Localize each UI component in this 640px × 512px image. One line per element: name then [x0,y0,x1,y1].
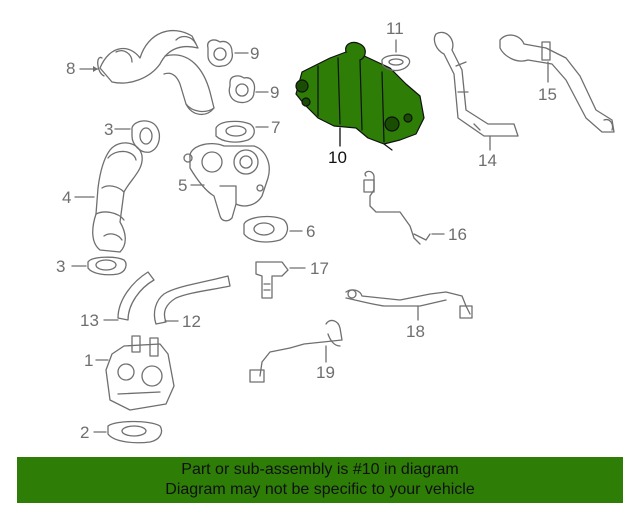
callout-11: 11 [386,19,404,38]
part-4-pipe[interactable] [92,142,143,253]
callout-3-upper: 3 [104,120,114,139]
callout-2: 2 [80,423,90,442]
callout-4: 4 [62,188,72,207]
callout-19: 19 [316,363,335,382]
part-15-tube[interactable] [499,34,615,133]
part-1-assembly[interactable] [105,335,175,411]
callout-9-lower: 9 [270,83,280,102]
part-2-gasket[interactable] [107,420,163,444]
banner-line-1: Part or sub-assembly is #10 in diagram [181,461,459,478]
callout-17: 17 [310,259,329,278]
part-13-hose[interactable] [117,271,155,321]
diagram-drawing [71,29,615,444]
part-10-egr-cooler[interactable] [295,41,425,151]
info-banner: Part or sub-assembly is #10 in diagram D… [17,457,623,503]
callout-8: 8 [66,59,76,78]
part-17-sensor[interactable] [255,261,289,299]
callout-9-upper: 9 [250,44,260,63]
callout-13: 13 [80,311,99,330]
parts-diagram: 8 9 9 7 3 4 5 6 3 17 13 12 1 2 10 11 14 … [56,19,615,444]
part-9-gasket-lower[interactable] [228,75,256,104]
callout-7: 7 [271,118,281,137]
callout-5: 5 [178,176,188,195]
callout-18: 18 [406,322,425,341]
part-16-sensor[interactable] [363,170,431,245]
callout-16: 16 [448,225,467,244]
callout-6: 6 [306,222,316,241]
part-5-valve-body[interactable] [183,143,270,222]
part-7-gasket[interactable] [215,120,255,143]
callout-1: 1 [84,351,94,370]
part-19-tube[interactable] [249,319,343,383]
callout-12: 12 [182,312,201,331]
callout-15: 15 [538,85,557,104]
part-9-gasket-upper[interactable] [207,39,234,68]
part-12-hose[interactable] [153,275,231,325]
banner-line-2: Diagram may not be specific to your vehi… [165,481,475,498]
part-18-harness[interactable] [345,289,473,319]
part-8-pipe[interactable] [97,29,215,115]
callout-10: 10 [328,148,347,167]
callout-14: 14 [478,151,497,170]
part-3-gasket-upper[interactable] [131,120,161,153]
part-14-tube[interactable] [433,31,519,137]
callout-3-lower: 3 [56,257,66,276]
part-3-gasket-lower[interactable] [87,256,127,276]
part-6-gasket[interactable] [243,215,289,243]
part-11-gasket[interactable] [381,54,411,72]
